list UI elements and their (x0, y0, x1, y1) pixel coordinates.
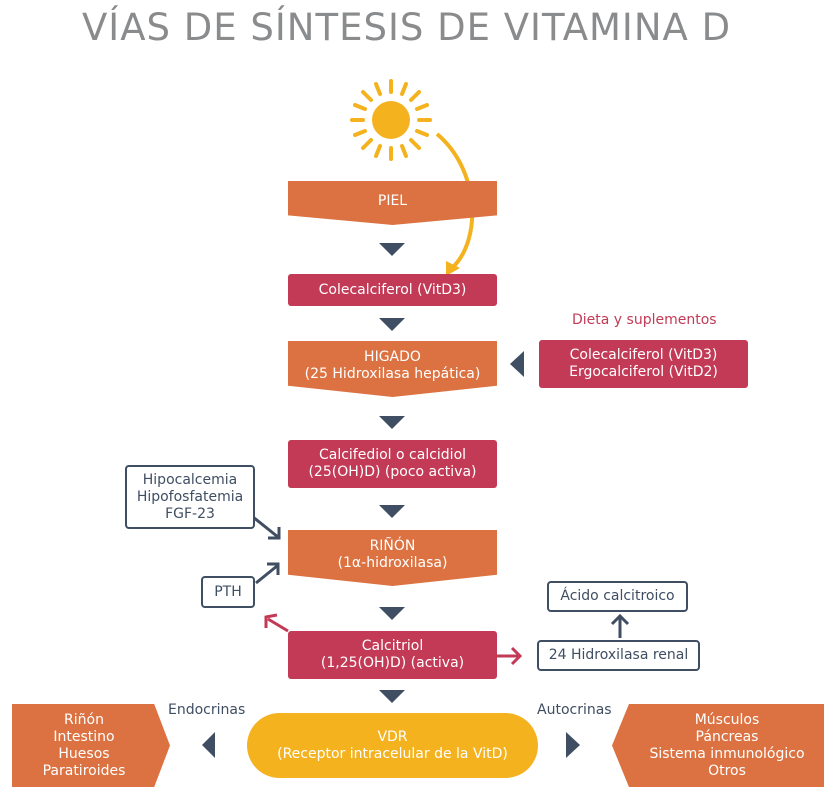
endocrine-targets-box: Riñón Intestino Huesos Paratiroides (12, 704, 170, 787)
regulator-hipofosfatemia: Hipofosfatemia (136, 488, 244, 505)
hidroxilasa24-label: 24 Hidroxilasa renal (548, 647, 689, 663)
dieta-arrow-icon (510, 351, 524, 377)
vdr-box: VDR (Receptor intracelular de la VitD) (247, 713, 538, 778)
rinon-sublabel: (1α-hidroxilasa) (337, 555, 448, 571)
piel-box: PIEL (288, 181, 497, 225)
pth-label: PTH (214, 583, 242, 600)
catabolism-arrow-icon (497, 646, 523, 666)
sun-icon (350, 79, 432, 161)
endocrine-target: Riñón (64, 711, 104, 728)
dieta-line2: Ergocalciferol (VitD2) (569, 364, 718, 380)
down-arrow-icon (379, 505, 405, 518)
autocrine-target: Sistema inmunológico (649, 745, 805, 762)
endocrine-target: Paratiroides (42, 762, 126, 779)
feedback-arrow-icon (264, 613, 289, 633)
down-arrow-icon (379, 318, 405, 331)
calcitriol-line2: (1,25(OH)D) (activa) (320, 655, 465, 671)
acido-label: Ácido calcitroico (560, 588, 675, 604)
piel-label: PIEL (377, 192, 408, 209)
autocrine-target: Otros (708, 762, 746, 779)
regulator-fgf23: FGF-23 (165, 505, 215, 522)
dieta-line1: Colecalciferol (VitD3) (569, 347, 718, 363)
autocrine-target: Páncreas (695, 728, 759, 745)
colecalciferol-box: Colecalciferol (VitD3) (288, 274, 497, 306)
rinon-label: RIÑÓN (369, 538, 416, 554)
acido-box: Ácido calcitroico (547, 581, 688, 612)
dieta-label: Dieta y suplementos (572, 312, 717, 328)
vdr-label: VDR (377, 728, 408, 745)
calcifediol-line2: (25(OH)D) (poco activa) (308, 464, 477, 480)
down-arrow-icon (379, 416, 405, 429)
endocrine-target: Intestino (53, 728, 115, 745)
higado-box: HIGADO (25 Hidroxilasa hepática) (288, 341, 497, 397)
regulator-hipocalcemia: Hipocalcemia (142, 471, 238, 488)
up-arrow-icon (610, 613, 630, 638)
vdr-sublabel: (Receptor intracelular de la VitD) (277, 745, 508, 762)
down-arrow-icon (379, 607, 405, 620)
hidroxilasa24-box: 24 Hidroxilasa renal (537, 640, 700, 671)
dieta-box: Colecalciferol (VitD3) Ergocalciferol (V… (539, 340, 748, 388)
page-title: VÍAS DE SÍNTESIS DE VITAMINA D (82, 6, 732, 49)
endocrine-arrow-icon (202, 732, 215, 758)
higado-sublabel: (25 Hidroxilasa hepática) (304, 366, 481, 382)
colecalciferol-label: Colecalciferol (VitD3) (318, 281, 467, 298)
calcifediol-line1: Calcifediol o calcidiol (318, 447, 467, 463)
endocrinas-label: Endocrinas (168, 702, 246, 718)
pth-arrow-icon (255, 562, 280, 585)
rinon-box: RIÑÓN (1α-hidroxilasa) (288, 530, 497, 586)
calcifediol-box: Calcifediol o calcidiol (25(OH)D) (poco … (288, 440, 497, 488)
endocrine-target: Huesos (58, 745, 110, 762)
down-arrow-icon (379, 243, 405, 256)
calcitriol-line1: Calcitriol (361, 638, 424, 654)
calcitriol-box: Calcitriol (1,25(OH)D) (activa) (288, 631, 497, 679)
autocrine-arrow-icon (566, 732, 580, 758)
autocrinas-label: Autocrinas (537, 702, 612, 718)
pth-box: PTH (201, 576, 255, 608)
autocrine-target: Músculos (694, 711, 760, 728)
down-arrow-icon (379, 690, 405, 703)
regulators-arrow-icon (252, 515, 281, 540)
regulators-box: Hipocalcemia Hipofosfatemia FGF-23 (125, 465, 255, 529)
autocrine-targets-box: Músculos Páncreas Sistema inmunológico O… (612, 704, 824, 787)
higado-label: HIGADO (364, 349, 421, 365)
